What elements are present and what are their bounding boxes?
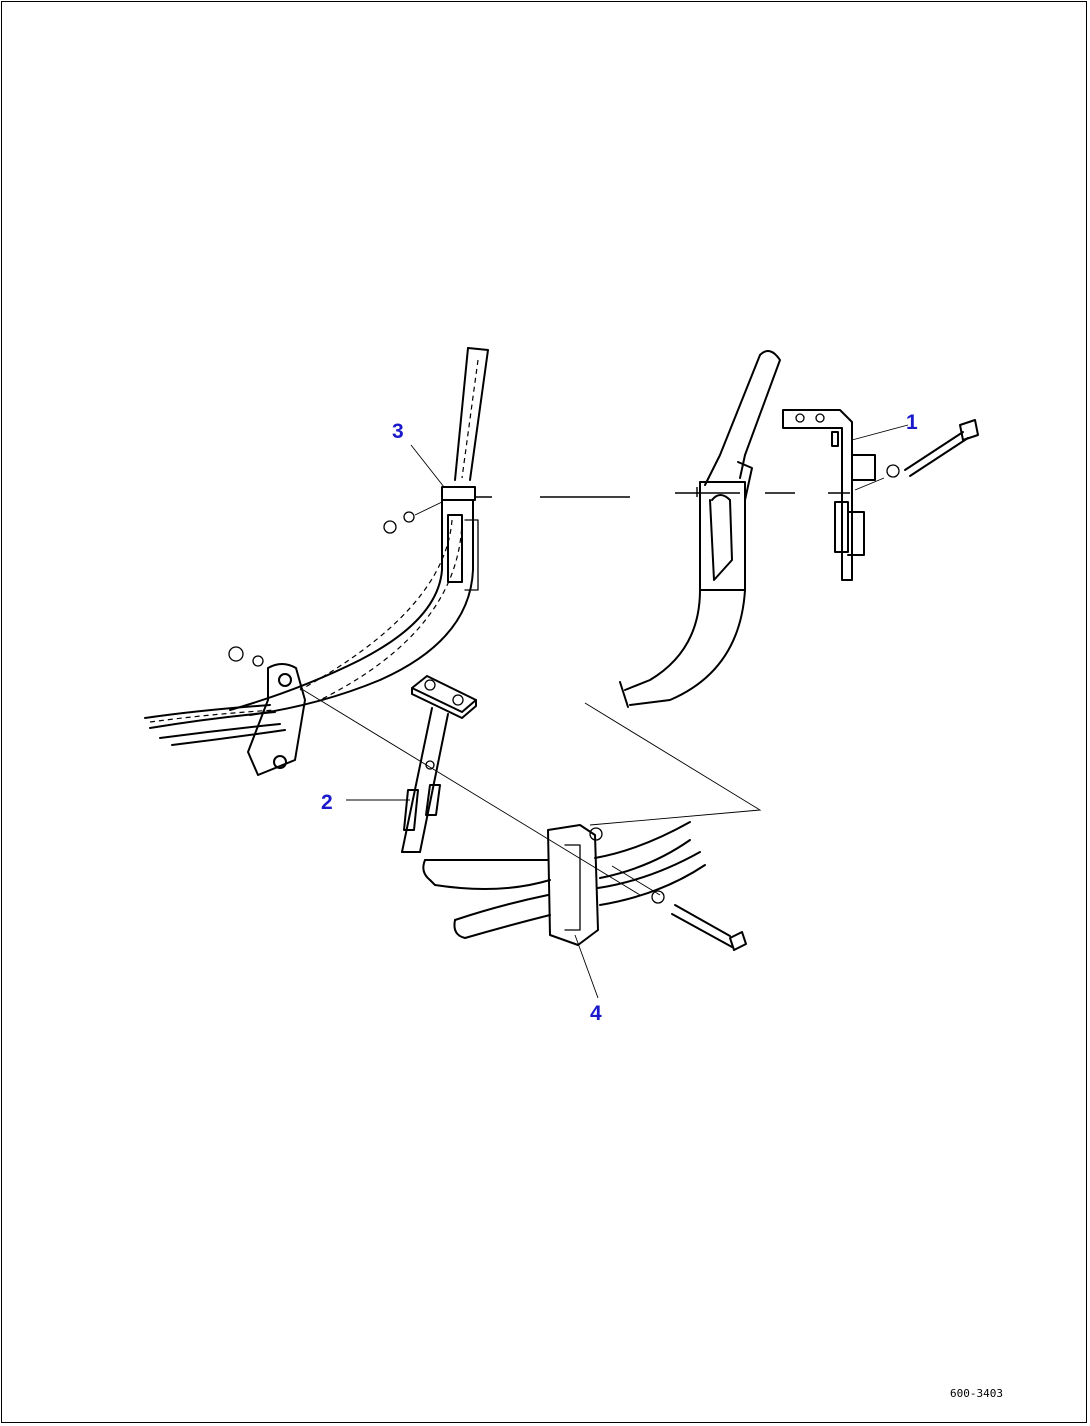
right-pipe-assembly xyxy=(584,350,781,826)
callout-number-3: 3 xyxy=(392,420,404,443)
callout-number-2: 2 xyxy=(321,791,333,814)
callout-leaders xyxy=(346,424,909,999)
drawing-code: 600-3403 xyxy=(950,1387,1003,1400)
callout-number-4: 4 xyxy=(590,1002,602,1025)
left-pipe-assembly xyxy=(144,347,489,776)
bracket-part-1 xyxy=(782,409,979,581)
bracket-part-2 xyxy=(401,675,477,853)
center-lines xyxy=(299,487,850,896)
lower-pipe-assembly xyxy=(422,821,747,951)
callout-number-1: 1 xyxy=(906,411,918,434)
